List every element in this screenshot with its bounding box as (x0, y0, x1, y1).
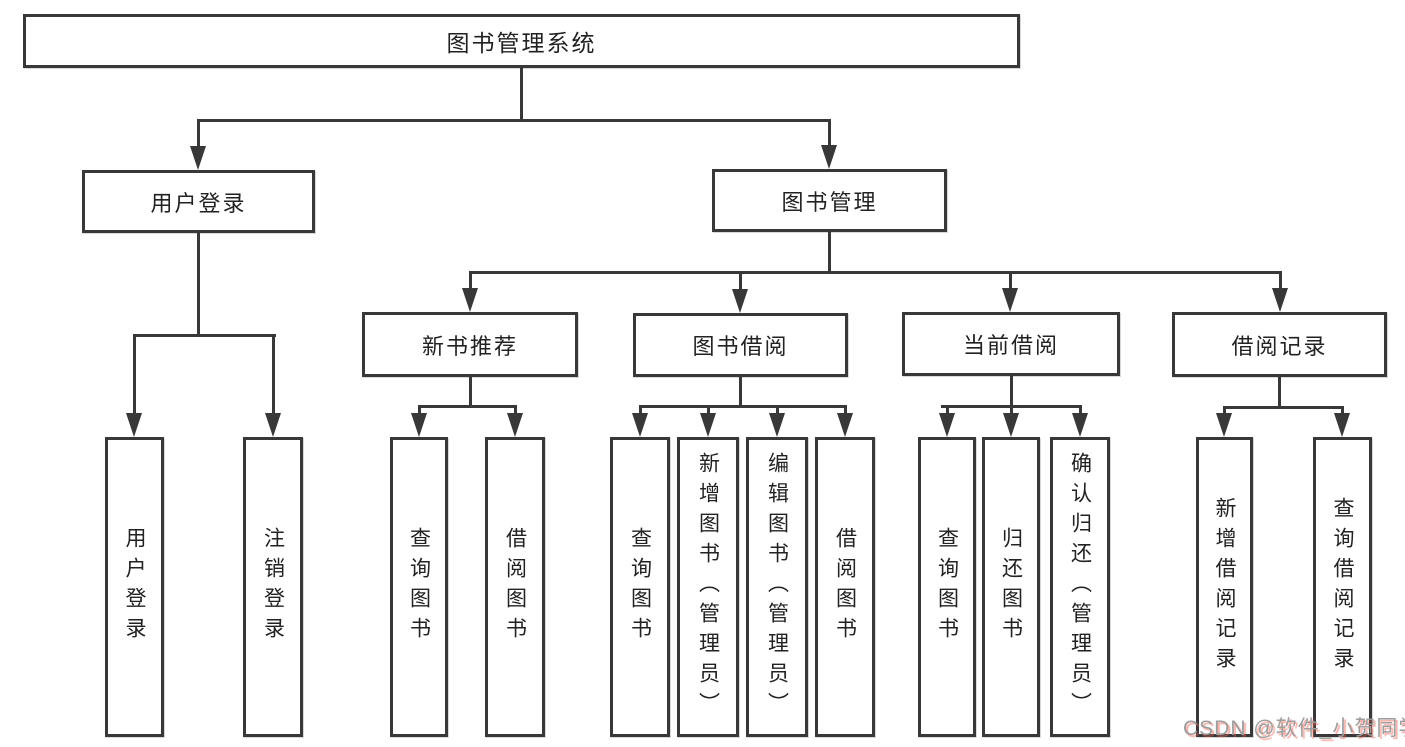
leaf-add-borrow-record: 新增借阅记录 (1196, 437, 1253, 737)
connector-drop-leaf (133, 334, 136, 414)
connector-stem (1010, 376, 1013, 408)
leaf-label: 新增图书（管理员） (696, 452, 720, 722)
arrow-down-icon (507, 413, 523, 437)
leaf-query-borrow-record: 查询借阅记录 (1313, 437, 1372, 737)
leaf-label: 借阅图书 (503, 527, 527, 647)
arrow-down-icon (769, 413, 785, 437)
arrow-down-icon (632, 413, 648, 437)
connector-stem (469, 377, 472, 408)
connector-user-login-stem (197, 233, 200, 335)
connector-drop-leaf (946, 405, 949, 415)
arrow-down-icon (821, 145, 837, 169)
leaf-add-book-admin: 新增图书（管理员） (677, 437, 739, 737)
leaf-query-book: 查询图书 (610, 437, 670, 737)
connector-drop-leaf (514, 405, 517, 415)
arrow-down-icon (265, 413, 281, 437)
connector-drop-node (469, 271, 472, 289)
connector-drop-leaf (776, 405, 779, 415)
arrow-down-icon (732, 289, 748, 313)
leaf-edit-book-admin: 编辑图书（管理员） (746, 437, 808, 737)
leaf-label: 查询图书 (407, 527, 431, 647)
leaf-borrow-book: 借阅图书 (485, 437, 545, 737)
connector-book-mgmt-branch (469, 271, 1281, 274)
leaf-confirm-return-admin: 确认归还（管理员） (1050, 437, 1110, 737)
node-user-login: 用户登录 (82, 170, 315, 233)
leaf-label: 注销登录 (261, 527, 285, 647)
arrow-down-icon (190, 146, 206, 170)
connector-drop-leaf (1341, 406, 1344, 415)
connector-drop-leaf (844, 405, 847, 415)
connector-drop-leaf (272, 334, 275, 414)
arrow-down-icon (837, 413, 853, 437)
arrow-down-icon (1334, 413, 1350, 437)
leaf-label: 借阅图书 (833, 527, 857, 647)
node-current-borrow: 当前借阅 (902, 312, 1120, 376)
connector-drop-leaf (1010, 405, 1013, 415)
arrow-down-icon (126, 413, 142, 437)
connector-stem (739, 377, 742, 408)
arrow-down-icon (700, 413, 716, 437)
node-book-management: 图书管理 (712, 169, 947, 232)
connector-drop-leaf (418, 405, 421, 415)
connector-branch (639, 405, 846, 408)
leaf-query-book: 查询图书 (390, 437, 448, 737)
arrow-down-icon (462, 288, 478, 312)
leaf-label: 编辑图书（管理员） (765, 452, 789, 722)
connector-root-stem (520, 68, 523, 121)
connector-drop-leaf (1223, 406, 1226, 415)
leaf-label: 新增借阅记录 (1213, 497, 1236, 677)
connector-drop-leaf (639, 405, 642, 415)
connector-root-branch (197, 119, 831, 122)
arrow-down-icon (1003, 413, 1019, 437)
connector-drop-user-login (197, 119, 200, 147)
arrow-down-icon (1072, 413, 1088, 437)
connector-book-mgmt-stem (828, 232, 831, 273)
leaf-user-login: 用户登录 (105, 437, 164, 737)
node-root: 图书管理系统 (23, 14, 1020, 68)
node-borrow-record: 借阅记录 (1172, 312, 1387, 377)
arrow-down-icon (1272, 288, 1288, 312)
connector-user-login-branch (133, 334, 276, 337)
leaf-logout: 注销登录 (243, 437, 303, 737)
leaf-borrow-book: 借阅图书 (815, 437, 875, 737)
watermark: CSDN @软件_小贺同学 (1183, 717, 1405, 740)
node-book-borrow: 图书借阅 (633, 313, 848, 377)
connector-drop-leaf (707, 405, 710, 415)
leaf-label: 查询借阅记录 (1331, 497, 1354, 677)
leaf-label: 用户登录 (123, 527, 146, 647)
leaf-label: 确认归还（管理员） (1068, 452, 1092, 722)
arrow-down-icon (411, 413, 427, 437)
connector-drop-node (739, 271, 742, 289)
arrow-down-icon (1216, 413, 1232, 437)
connector-drop-book-mgmt (828, 119, 831, 146)
connector-branch (1223, 406, 1344, 409)
leaf-label: 查询图书 (935, 527, 959, 647)
arrow-down-icon (1002, 288, 1018, 312)
node-new-book-recommend: 新书推荐 (362, 312, 578, 377)
connector-stem (1278, 377, 1281, 409)
connector-branch (418, 405, 517, 408)
connector-drop-node (1279, 271, 1282, 289)
leaf-label: 归还图书 (999, 527, 1023, 647)
connector-drop-node (1009, 271, 1012, 289)
arrow-down-icon (939, 413, 955, 437)
leaf-query-book: 查询图书 (918, 437, 976, 737)
connector-drop-leaf (1079, 405, 1082, 415)
leaf-return-book: 归还图书 (982, 437, 1040, 737)
leaf-label: 查询图书 (628, 527, 652, 647)
